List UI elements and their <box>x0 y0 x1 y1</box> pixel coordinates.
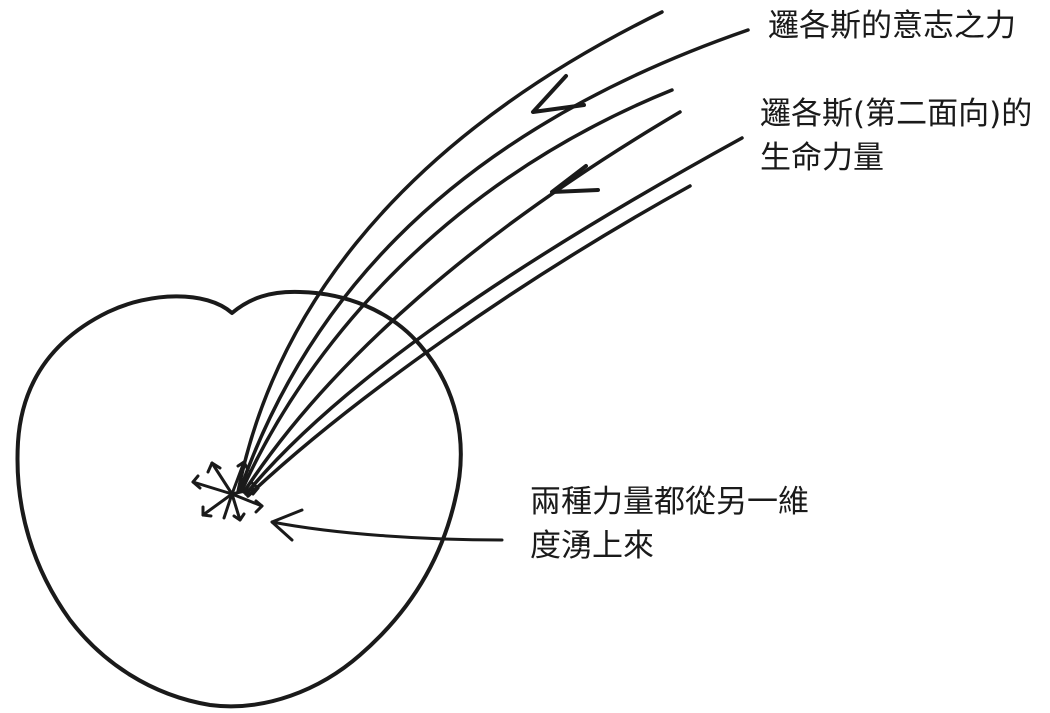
life-stream-line-1 <box>240 88 674 492</box>
sphere-outline <box>15 289 463 709</box>
life-stream-line-2 <box>242 110 682 494</box>
life-force-label-line-1: 邏各斯(第二面向)的 <box>760 96 1033 132</box>
will-power-label-text: 邏各斯的意志之力 <box>768 8 1016 44</box>
life-stream-line-3 <box>244 136 744 496</box>
upwelling-label: 兩種力量都從另一維 度湧上來 <box>530 480 809 568</box>
life-force-label-line-2: 生命力量 <box>760 140 884 176</box>
will-power-label: 邏各斯的意志之力 <box>768 4 1016 48</box>
will-stream-line-1 <box>236 10 664 494</box>
upwelling-pointer-line <box>270 520 504 542</box>
will-arrowhead <box>531 74 586 114</box>
life-stream-line-4 <box>246 184 692 498</box>
upwelling-label-line-2: 度湧上來 <box>530 528 654 564</box>
upwelling-pointer-arrowhead <box>270 508 304 542</box>
life-arrowhead <box>550 164 600 194</box>
upwelling-label-line-1: 兩種力量都從另一維 <box>530 484 809 520</box>
life-force-label: 邏各斯(第二面向)的 生命力量 <box>760 92 1032 180</box>
will-stream-line-2 <box>238 28 750 492</box>
center-star-icon <box>191 460 264 522</box>
